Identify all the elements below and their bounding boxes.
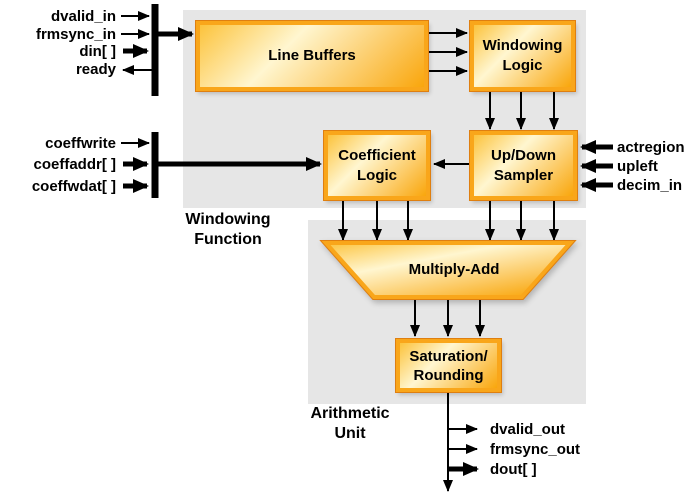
coefficient-logic-label2: Logic: [357, 166, 397, 184]
signal-actregion: actregion: [617, 139, 685, 156]
multiply-add-block: [319, 240, 577, 300]
saturation-rounding-label2: Rounding: [413, 366, 484, 384]
line-buffers-block: Line Buffers: [196, 21, 428, 91]
signal-upleft: upleft: [617, 158, 658, 175]
arithmetic-unit-caption-line1: Arithmetic: [310, 405, 390, 422]
signal-coeffaddr: coeffaddr[ ]: [33, 156, 117, 173]
windowing-function-caption-line1: Windowing: [185, 211, 271, 228]
signal-dout: dout[ ]: [490, 461, 537, 478]
line-buffers-label: Line Buffers: [268, 47, 356, 64]
updown-sampler-label: Up/Down: [491, 146, 556, 164]
arithmetic-unit-caption: Arithmetic Unit: [298, 404, 402, 444]
saturation-rounding-label: Saturation/: [409, 347, 488, 365]
signal-dvalid-in: dvalid_in: [50, 8, 116, 25]
saturation-rounding-block: Saturation/ Rounding: [396, 339, 501, 392]
coefficient-logic-label: Coefficient: [338, 146, 416, 164]
windowing-logic-label2: Logic: [502, 57, 543, 74]
windowing-function-caption: Windowing Function: [166, 210, 290, 250]
windowing-function-caption-line2: Function: [194, 231, 262, 248]
arithmetic-unit-caption-line2: Unit: [334, 425, 366, 442]
signal-frmsync-out: frmsync_out: [490, 441, 581, 458]
signal-decim-in: decim_in: [617, 177, 683, 194]
windowing-logic-block: Windowing Logic: [470, 21, 575, 91]
signal-coeffwrite: coeffwrite: [45, 135, 116, 152]
signal-dvalid-out: dvalid_out: [490, 421, 566, 438]
updown-sampler-label2: Sampler: [493, 166, 554, 184]
multiply-add-label: Multiply-Add: [408, 261, 500, 278]
signal-ready: ready: [75, 61, 116, 78]
coefficient-logic-block: Coefficient Logic: [324, 131, 430, 200]
signal-coeffwdat: coeffwdat[ ]: [31, 178, 116, 195]
signal-frmsync-in: frmsync_in: [35, 26, 116, 43]
windowing-logic-label: Windowing: [482, 37, 563, 54]
signal-din: din[ ]: [79, 43, 116, 60]
updown-sampler-block: Up/Down Sampler: [470, 131, 577, 200]
